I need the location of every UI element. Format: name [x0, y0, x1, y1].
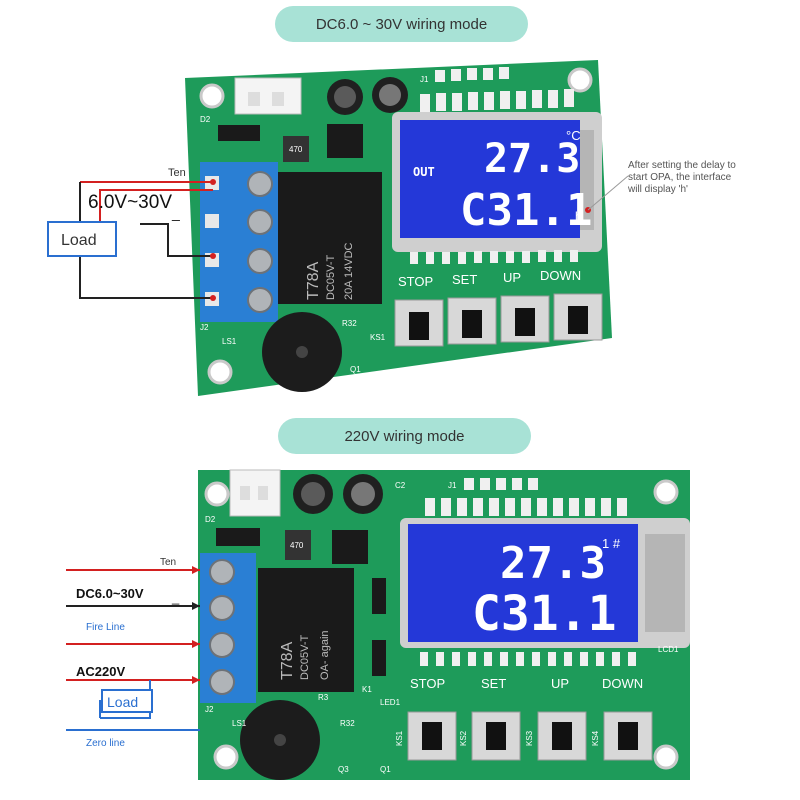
bottom-tactile-buttons	[407, 711, 653, 761]
bottom-zero-line-label: Zero line	[86, 738, 125, 749]
bottom-relay-text-1: T78A	[279, 641, 296, 680]
top-relay-text-1: T78A	[305, 261, 322, 300]
top-load-box	[47, 221, 117, 257]
top-hole-2	[567, 67, 593, 93]
bottom-relay-text-2: DC05V-T	[299, 634, 311, 680]
bottom-silk-ks4: KS4	[591, 730, 600, 746]
top-lcd-top-value: 27.3	[484, 136, 580, 182]
bottom-silk-q1: Q1	[380, 765, 391, 774]
top-button-up-label: UP	[503, 270, 521, 285]
top-hole-1	[199, 83, 225, 109]
bottom-silk-ks3: KS3	[525, 730, 534, 746]
top-button-set-label: SET	[452, 272, 477, 287]
top-hole-3	[207, 359, 233, 385]
top-terminal-screws	[247, 171, 273, 313]
bottom-dc-label: DC6.0~30V	[76, 586, 144, 601]
top-voltage-label: 6.0V~30V	[88, 192, 172, 213]
top-tactile-buttons	[394, 293, 603, 347]
bottom-silk-q3: Q3	[338, 765, 349, 774]
top-silk-ls1: LS1	[222, 337, 237, 346]
bottom-title-pill: 220V wiring mode	[278, 418, 531, 454]
top-button-stop-label: STOP	[398, 274, 433, 289]
top-button-down-label: DOWN	[540, 268, 581, 283]
top-silk-c470: 470	[289, 145, 303, 154]
bottom-load-box	[101, 689, 153, 713]
top-annotation-line-1: After setting the delay to	[628, 160, 736, 171]
top-lcd-out: OUT	[413, 165, 435, 179]
bottom-terminal-screws	[209, 559, 235, 695]
bottom-label-ten: Ten	[160, 557, 176, 568]
bottom-silk-j1: J1	[448, 481, 457, 490]
top-wiring	[79, 181, 213, 299]
top-relay-text-2: DC05V-T	[325, 254, 337, 300]
bottom-button-stop-label: STOP	[410, 676, 445, 691]
bottom-hole-4	[653, 744, 679, 770]
bottom-lcd-channel: 1 #	[602, 536, 621, 551]
top-diode	[218, 125, 260, 141]
top-relay	[278, 172, 382, 304]
bottom-button-set-label: SET	[481, 676, 506, 691]
bottom-lcd-screen	[408, 524, 638, 642]
bottom-pin-header	[464, 478, 538, 490]
bottom-silk-lcd1: LCD1	[658, 645, 679, 654]
bottom-chip-2	[285, 530, 311, 560]
top-board: Ten 6.0V~30V _ Load After setting the de…	[47, 60, 736, 396]
top-jst-connector	[234, 77, 302, 115]
top-chip-2	[283, 136, 309, 162]
top-chip-1	[327, 124, 363, 158]
bottom-fire-line-label: Fire Line	[86, 622, 125, 633]
bottom-silk-ks1: KS1	[395, 730, 404, 746]
bottom-chip-1	[332, 530, 368, 564]
bottom-lcd-bottom-value: C31.1	[472, 586, 617, 642]
bottom-silk-ks2: KS2	[459, 730, 468, 746]
top-label-ten: Ten	[168, 167, 186, 179]
bottom-hole-3	[213, 744, 239, 770]
bottom-lcd-top-value: 27.3	[500, 538, 606, 589]
bottom-hole-2	[653, 479, 679, 505]
bottom-silk-c2: C2	[395, 481, 406, 490]
bottom-board: Ten DC6.0~30V _ Fire Line AC220V Load Ze…	[66, 469, 690, 780]
bottom-silk-d2: D2	[205, 515, 216, 524]
top-annotation-line-2: start OPA, the interface	[628, 172, 732, 183]
top-silk-j1: J1	[420, 75, 429, 84]
top-silk-d2: D2	[200, 115, 211, 124]
top-lcd-suffix: h	[575, 209, 582, 223]
bottom-silk-j2: J2	[205, 705, 214, 714]
bottom-silk-r3: R3	[318, 693, 329, 702]
bottom-ac-label: AC220V	[76, 664, 125, 679]
top-silk-q1: Q1	[350, 365, 361, 374]
bottom-relay	[258, 568, 354, 692]
top-pin-header	[435, 67, 509, 82]
bottom-diode	[216, 528, 260, 546]
top-load-label: Load	[61, 232, 97, 249]
bottom-load-label: Load	[107, 694, 138, 710]
top-title: DC6.0 ~ 30V wiring mode	[315, 15, 488, 33]
bottom-silk-led1: LED1	[380, 698, 401, 707]
top-title-pill: DC6.0 ~ 30V wiring mode	[275, 6, 528, 42]
bottom-silk-ls1: LS1	[232, 719, 247, 728]
bottom-minus-sign: _	[171, 590, 180, 605]
bottom-button-down-label: DOWN	[602, 676, 643, 691]
bottom-silk-k1: K1	[362, 685, 372, 694]
top-lcd-screen	[400, 120, 580, 238]
bottom-silk-r32: R32	[340, 719, 355, 728]
bottom-relay-text-3: OA- again	[319, 630, 331, 680]
top-minus-sign: _	[171, 205, 180, 221]
top-silk-r32: R32	[342, 319, 357, 328]
bottom-title: 220V wiring mode	[344, 427, 465, 445]
bottom-button-up-label: UP	[551, 676, 569, 691]
bottom-wiring	[66, 569, 200, 731]
top-silk-j2: J2	[200, 323, 209, 332]
bottom-jst-connector	[229, 469, 281, 517]
top-lcd-bottom-value: C31.1	[460, 185, 592, 236]
bottom-hole-1	[204, 481, 230, 507]
top-annotation-line-3: will display 'h'	[627, 184, 688, 195]
top-relay-text-3: 20A 14VDC	[343, 242, 355, 300]
bottom-silk-c470: 470	[290, 541, 304, 550]
top-lcd-unit: °C	[566, 128, 581, 143]
top-silk-ks1: KS1	[370, 333, 386, 342]
